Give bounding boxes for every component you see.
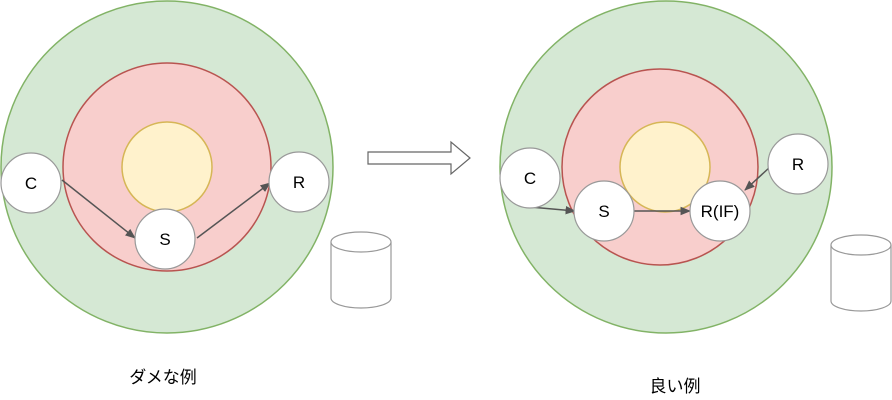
node-rif-label: R(IF) [701,202,740,221]
core-layer-circle [121,121,213,213]
node-r-label: R [792,155,804,174]
node-c: C [499,147,561,209]
good-example-caption: 良い例 [650,377,701,397]
node-r-label: R [293,173,305,192]
bad-example-caption: ダメな例 [129,368,197,388]
transition-arrow-icon [367,140,471,176]
database-cylinder-icon [330,231,392,309]
edge-s-to-r [196,182,271,239]
node-s-label: S [159,230,170,249]
node-s: S [134,208,196,270]
database-cylinder-icon [830,234,892,312]
edge-c-to-s [529,205,577,215]
core-layer-circle [619,121,711,213]
node-rif: R(IF) [689,180,751,242]
edge-r-to-rif [744,166,771,191]
node-c: C [0,152,62,214]
node-r: R [268,151,330,213]
edge-c-to-s [61,179,136,239]
bad-example-diagram: C S R ダメな例 [0,0,392,388]
node-s-label: S [598,202,609,221]
node-c-label: C [25,174,37,193]
node-s: S [573,180,635,242]
node-c-label: C [524,169,536,188]
node-r: R [767,133,829,195]
good-example-diagram: C S R(IF) R 良い例 [499,0,892,397]
